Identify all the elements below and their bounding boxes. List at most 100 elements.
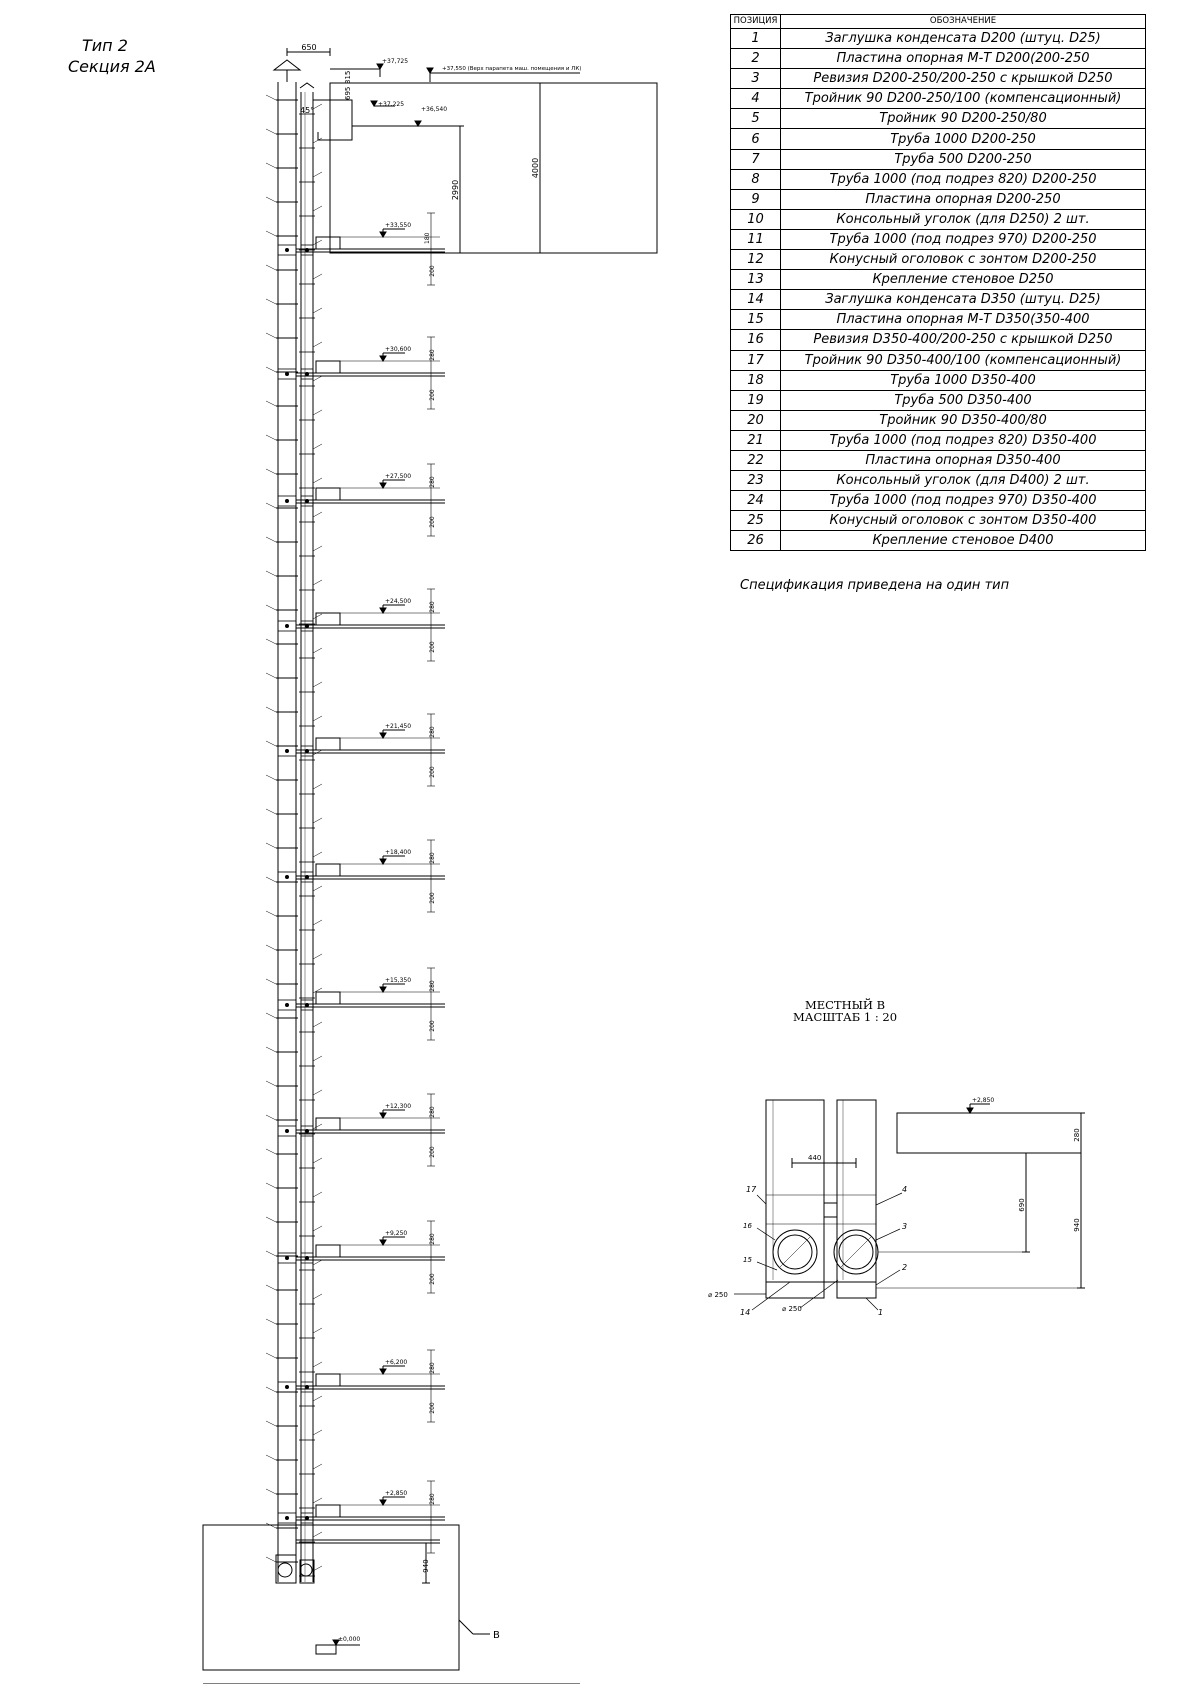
top-level-mark: +37,725 (330, 58, 408, 77)
pipe-joint (276, 507, 315, 523)
floor-slab: +24,500 280 200 (277, 588, 445, 662)
dim-280-text: 280 (429, 1233, 436, 1245)
base-revision-left (277, 1562, 293, 1578)
pipe-joint (276, 1085, 315, 1101)
spec-designation: Пластина опорная М-Т D350(350-400 (780, 309, 1146, 331)
floor-level-text: +6,200 (385, 1359, 407, 1366)
dim-280-text: 280 (429, 601, 436, 613)
cone-cap-12 (299, 82, 315, 89)
pipe-joint (276, 99, 315, 115)
ground-level-text: ±0,000 (338, 1636, 360, 1643)
floor-level-text: +2,850 (385, 1490, 407, 1497)
floor-level-text: +9,250 (385, 1230, 407, 1237)
dim-280-text: 280 (429, 349, 436, 361)
detail-b-callout-text: B (493, 1630, 500, 1641)
dim-200-text: 200 (429, 1020, 436, 1032)
detail-b-title: МЕСТНЫЙ В МАСШТАБ 1 : 20 (770, 999, 920, 1023)
pipe-joint (276, 201, 315, 217)
dim-280-text: 280 (429, 726, 436, 738)
machine-room-outline (329, 82, 658, 254)
top-outlet (313, 99, 353, 141)
pipe-joint (276, 1187, 315, 1203)
floor-level-text: +21,450 (385, 723, 411, 730)
spec-designation: Тройник 90 D200-250/100 (компенсационный… (780, 88, 1146, 110)
pipe-joint (276, 711, 315, 727)
floor-level-text: +24,500 (385, 598, 411, 605)
spec-designation: Крепление стеновое D250 (780, 269, 1146, 291)
detail-b-title-line2: МАСШТАБ 1 : 20 (792, 1010, 898, 1024)
dim-280-text: 280 (429, 980, 436, 992)
dim-650: 650 (286, 43, 331, 56)
spec-designation: Конусный оголовок с зонтом D350-400 (780, 510, 1146, 532)
dim-200-text: 200 (429, 641, 436, 653)
cone-cap-25 (272, 59, 302, 71)
spec-designation: Консольный уголок (для D400) 2 шт. (780, 470, 1146, 492)
dim-200-text: 200 (429, 1402, 436, 1414)
dim-200-text: 200 (429, 1146, 436, 1158)
pipe-joint (276, 167, 315, 183)
dim-200-text: 200 (429, 766, 436, 778)
pipe-joint (276, 1459, 315, 1475)
dim-200-text: 200 (429, 516, 436, 528)
pipe-joint (276, 1289, 315, 1305)
pipe-left-350 (277, 82, 297, 1582)
outlet-level-text: +37,225 (378, 101, 404, 108)
dim-200-text: 200 (429, 892, 436, 904)
spec-designation: Крепление стеновое D400 (780, 530, 1146, 552)
spec-designation: Труба 1000 (под подрез 970) D200-250 (780, 228, 1146, 251)
pipe-joint (276, 847, 315, 863)
dim-280-text: 280 (429, 476, 436, 488)
pipe-joint (276, 337, 315, 353)
floor-slab: +30,600 280 200 (277, 336, 445, 410)
pipe-joint (276, 1221, 315, 1237)
pipe-joint (276, 439, 315, 455)
pipe-joint (276, 813, 315, 829)
spec-note: Спецификация приведена на один тип (740, 578, 1010, 593)
pipe-joint (276, 575, 315, 591)
pipe-joint (276, 269, 315, 285)
spec-position: 25 (730, 510, 781, 532)
spec-designation: Труба 500 D200-250 (780, 148, 1146, 170)
dim-280-text: 280 (429, 1106, 436, 1118)
spec-designation: Труба 1000 D200-250 (780, 128, 1146, 150)
pipe-joint (276, 133, 315, 149)
pipe-joint (276, 677, 315, 693)
parapet-level-text: +37,550 (Верх парапета маш. помещения и … (442, 66, 581, 72)
dim-200-text: 200 (429, 265, 436, 277)
spec-designation: Тройник 90 D350-400/80 (780, 409, 1146, 431)
spec-designation: Пластина опорная М-Т D200(200-250 (780, 48, 1146, 70)
dim-200-text: 200 (429, 389, 436, 401)
spec-designation: Труба 500 D350-400 (780, 389, 1146, 411)
base-revision-right (299, 1563, 313, 1577)
pipe-joint (276, 405, 315, 421)
position-labels (265, 94, 323, 1572)
base-dim-940-text: 940 (422, 1559, 430, 1572)
pipe-joint (276, 1119, 315, 1135)
outlet-level-mark: +37,225 (370, 100, 404, 108)
detail-b-title-line1: МЕСТНЫЙ В (804, 998, 886, 1012)
spec-designation: Труба 1000 (под подрез 970) D350-400 (780, 490, 1146, 512)
pipe-joint (276, 541, 315, 557)
section-label: Секция 2А (68, 57, 156, 76)
pipe-joint (276, 1017, 315, 1033)
floor-level-text: +15,350 (385, 977, 411, 984)
pipe-joint (276, 983, 315, 999)
floor-level-text: +30,600 (385, 346, 411, 353)
angle-text: 45° (300, 106, 314, 115)
